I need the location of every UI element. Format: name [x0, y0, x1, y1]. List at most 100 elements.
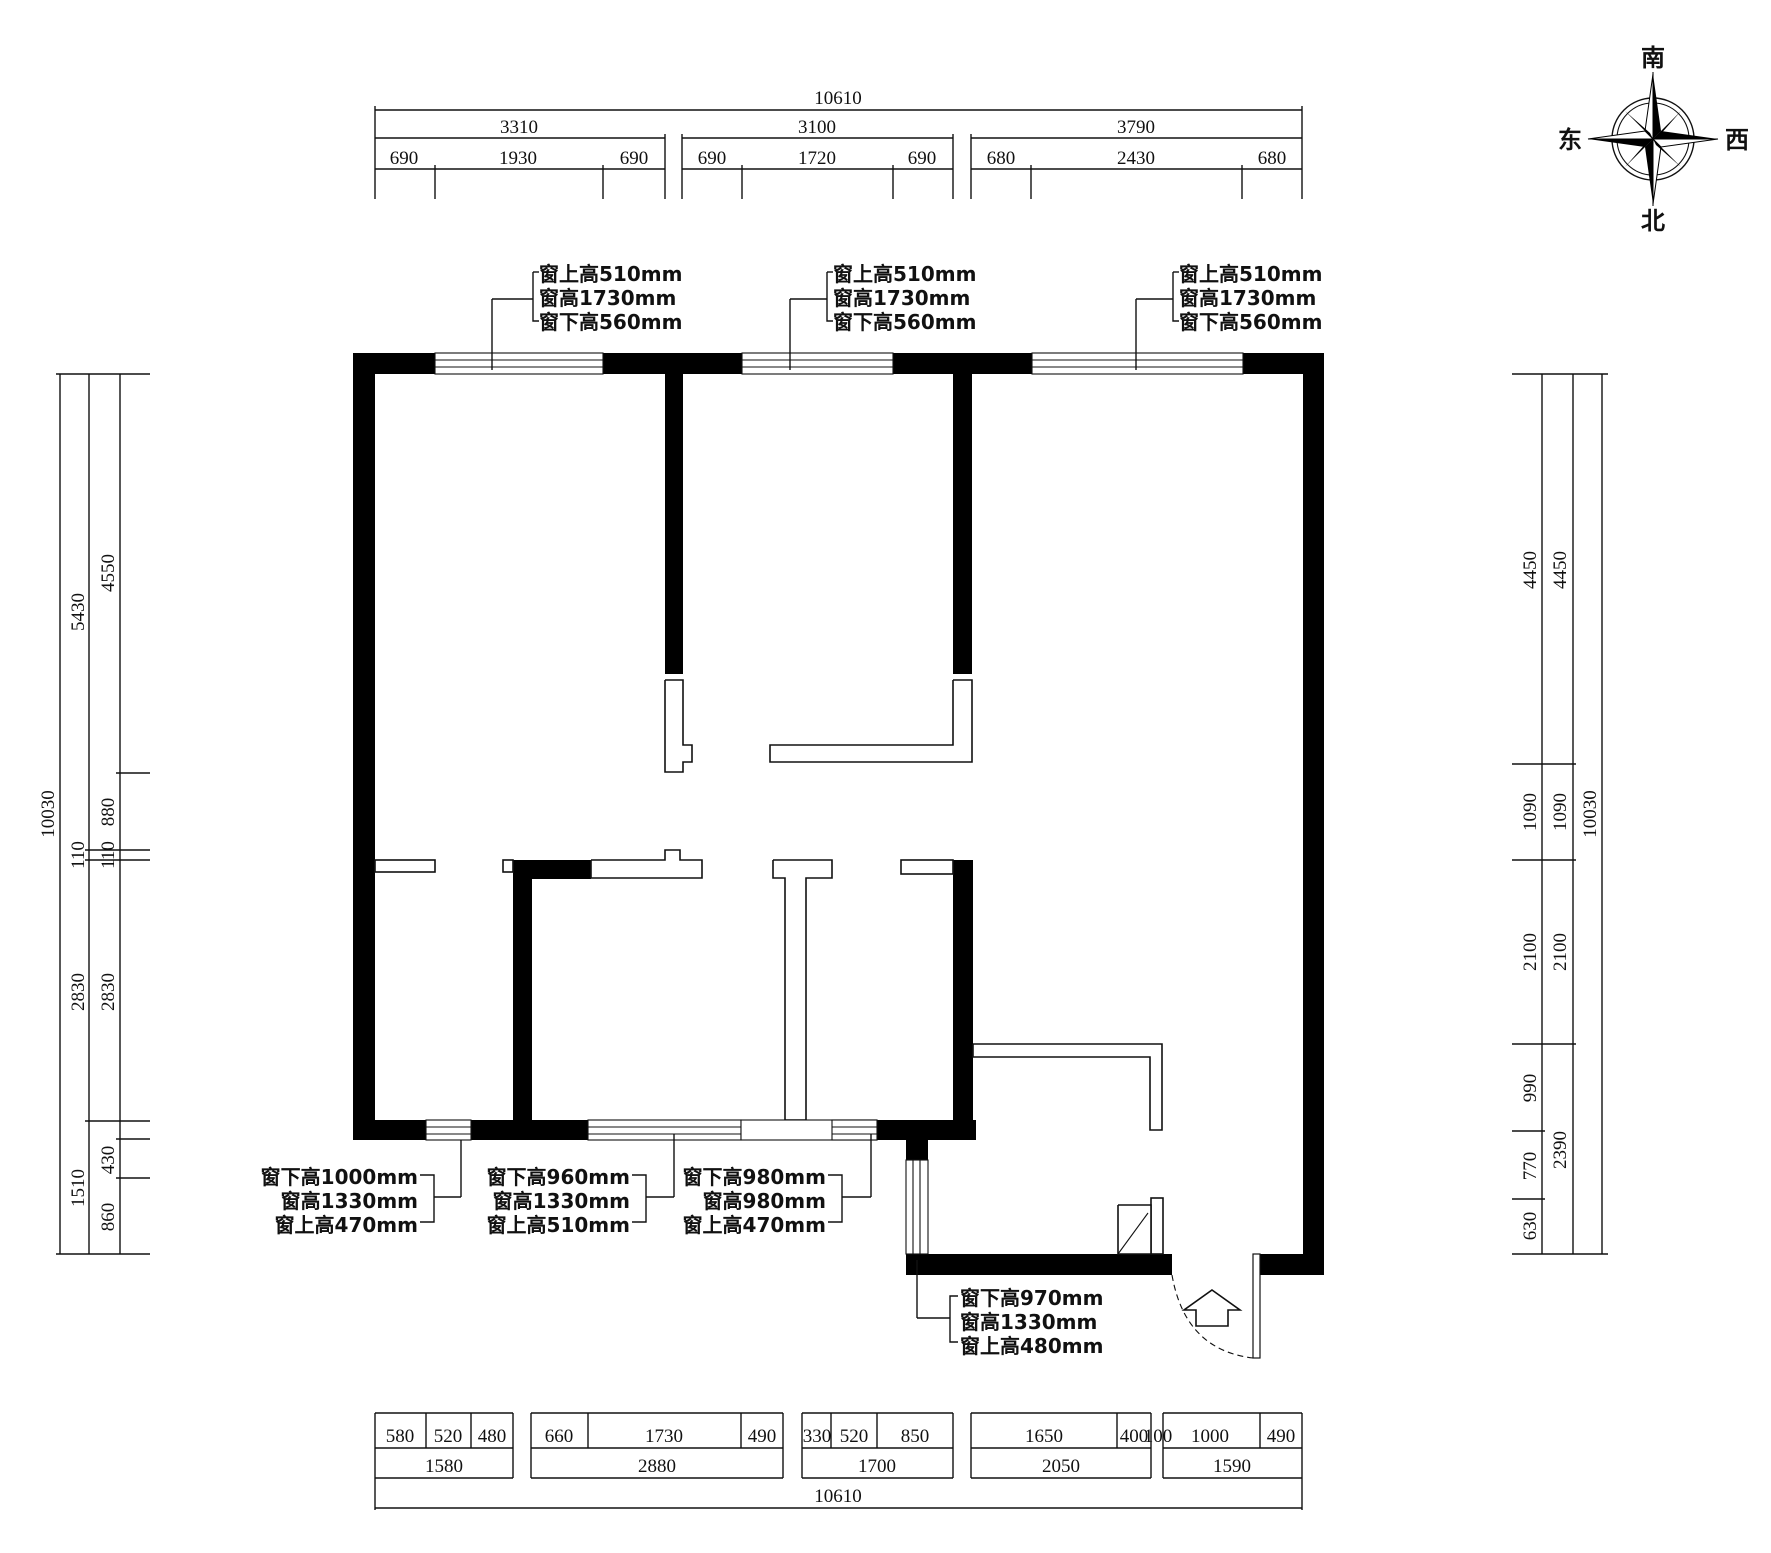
- window-top-3: [1031, 352, 1244, 375]
- entry-arrow-icon: [1181, 1289, 1243, 1327]
- window-note-line: 窗上高480mm: [960, 1334, 1103, 1358]
- dim-right-total: 10030: [1580, 790, 1601, 838]
- window-note-line: 窗高1330mm: [960, 1310, 1097, 1334]
- window-bottom-1: [425, 1119, 472, 1141]
- dim-left-inner: 880: [98, 798, 119, 827]
- dim-bottom-detail: 660: [545, 1426, 574, 1447]
- dim-top-detail: 2430: [1117, 148, 1155, 169]
- dim-top-detail: 690: [620, 148, 649, 169]
- window-note-line: 窗下高560mm: [539, 310, 682, 334]
- top-dimension-chain: 10610 3310 3100 3790 690 1930 690 690 17…: [374, 88, 1303, 199]
- dim-top-detail: 1720: [798, 148, 836, 169]
- dim-bottom-detail: 490: [1267, 1426, 1296, 1447]
- window-note-line: 窗上高510mm: [487, 1213, 630, 1237]
- window-note-bottom-3: 窗下高980mm 窗高980mm 窗上高470mm: [683, 1134, 872, 1237]
- window-top-1: [434, 352, 604, 375]
- dim-top-mid: 3100: [798, 117, 836, 138]
- bottom-dimension-chain: 580 520 480 660 1730 490 330 520 850 165…: [374, 1412, 1303, 1510]
- dim-bottom-mid: 2050: [1042, 1456, 1080, 1477]
- window-note-line: 窗上高470mm: [275, 1213, 418, 1237]
- dim-left-inner: 860: [98, 1203, 119, 1232]
- dim-bottom-detail: 330: [803, 1426, 832, 1447]
- dim-top-detail: 680: [1258, 148, 1287, 169]
- dim-bottom-detail: 480: [478, 1426, 507, 1447]
- window-note-line: 窗高1330mm: [281, 1189, 418, 1213]
- compass-west-label: 西: [1725, 126, 1749, 154]
- dim-left-inner: 2830: [98, 973, 119, 1011]
- window-note-line: 窗下高970mm: [960, 1286, 1103, 1310]
- window-note-line: 窗下高960mm: [487, 1165, 630, 1189]
- dim-bottom-detail: 1000: [1191, 1426, 1229, 1447]
- window-bottom-2: [587, 1119, 742, 1141]
- window-note-bottom-4: 窗下高970mm 窗高1330mm 窗上高480mm: [916, 1260, 1103, 1358]
- dim-bottom-detail: 490: [748, 1426, 777, 1447]
- dim-bottom-detail: 1730: [645, 1426, 683, 1447]
- window-note-top-2: 窗上高510mm 窗高1730mm 窗下高560mm: [789, 262, 976, 370]
- dim-bottom-total: 10610: [814, 1486, 862, 1507]
- window-note-line: 窗上高510mm: [539, 262, 682, 286]
- dim-left-mid: 5430: [68, 593, 89, 631]
- dim-bottom-mid: 1580: [425, 1456, 463, 1477]
- dim-right-mid: 2100: [1550, 933, 1571, 971]
- window-note-line: 窗上高470mm: [683, 1213, 826, 1237]
- compass-rose-icon: 南 东 西 北: [1558, 44, 1749, 235]
- window-top-2: [741, 352, 894, 375]
- dim-bottom-mid: 1590: [1213, 1456, 1251, 1477]
- left-dimension-chain: 10030 5430 110 2830 1510 4550 880 110 28…: [38, 373, 150, 1255]
- window-note-top-1: 窗上高510mm 窗高1730mm 窗下高560mm: [491, 262, 682, 370]
- window-bottom-3: [831, 1119, 878, 1141]
- dim-right-inner: 2100: [1520, 933, 1541, 971]
- walls: [353, 353, 1324, 1275]
- compass-east-label: 东: [1558, 126, 1582, 154]
- compass-south-label: 南: [1641, 44, 1665, 72]
- dim-left-total: 10030: [38, 790, 59, 838]
- dim-bottom-detail: 850: [901, 1426, 930, 1447]
- dim-right-mid: 2390: [1550, 1131, 1571, 1169]
- windows: [425, 352, 1244, 1255]
- dim-left-inner: 4550: [98, 554, 119, 592]
- window-note-line: 窗高1330mm: [493, 1189, 630, 1213]
- dim-top-detail: 680: [987, 148, 1016, 169]
- dim-right-inner: 1090: [1520, 793, 1541, 831]
- window-note-line: 窗上高510mm: [833, 262, 976, 286]
- dim-top-detail: 690: [698, 148, 727, 169]
- dim-bottom-detail: 520: [434, 1426, 463, 1447]
- dim-right-inner: 4450: [1520, 551, 1541, 589]
- dim-bottom-detail: 520: [840, 1426, 869, 1447]
- dim-top-mid: 3790: [1117, 117, 1155, 138]
- dim-left-inner: 430: [98, 1146, 119, 1175]
- window-bottom-4: [905, 1159, 929, 1255]
- entrance-door: [1171, 1253, 1261, 1359]
- window-note-line: 窗下高560mm: [1179, 310, 1322, 334]
- dim-bottom-detail: 1650: [1025, 1426, 1063, 1447]
- dim-top-detail: 690: [908, 148, 937, 169]
- partitions: [374, 679, 1164, 1255]
- dim-bottom-mid: 1700: [858, 1456, 896, 1477]
- dim-bottom-detail: 400: [1120, 1426, 1149, 1447]
- window-note-line: 窗高1730mm: [1179, 286, 1316, 310]
- dim-bottom-mid: 2880: [638, 1456, 676, 1477]
- dim-right-inner: 990: [1520, 1074, 1541, 1103]
- right-dimension-chain: 4450 1090 2100 990 770 630 4450 1090 210…: [1512, 373, 1608, 1255]
- window-note-line: 窗下高560mm: [833, 310, 976, 334]
- dim-right-inner: 630: [1520, 1212, 1541, 1241]
- dim-left-inner: 110: [98, 841, 119, 869]
- window-note-line: 窗高1730mm: [833, 286, 970, 310]
- compass-north-label: 北: [1641, 207, 1665, 235]
- dim-top-detail: 690: [390, 148, 419, 169]
- window-note-line: 窗高1730mm: [539, 286, 676, 310]
- dim-right-mid: 1090: [1550, 793, 1571, 831]
- window-note-line: 窗下高1000mm: [261, 1165, 418, 1189]
- dim-bottom-detail: 580: [386, 1426, 415, 1447]
- window-note-line: 窗高980mm: [703, 1189, 826, 1213]
- dim-left-mid: 2830: [68, 973, 89, 1011]
- window-note-line: 窗下高980mm: [683, 1165, 826, 1189]
- dim-right-inner: 770: [1520, 1152, 1541, 1181]
- dim-left-mid: 110: [68, 841, 89, 869]
- window-note-bottom-2: 窗下高960mm 窗高1330mm 窗上高510mm: [487, 1134, 675, 1237]
- dim-top-mid: 3310: [500, 117, 538, 138]
- dim-top-detail: 1930: [499, 148, 537, 169]
- dim-bottom-detail: 100: [1144, 1426, 1173, 1447]
- window-note-top-3: 窗上高510mm 窗高1730mm 窗下高560mm: [1135, 262, 1322, 370]
